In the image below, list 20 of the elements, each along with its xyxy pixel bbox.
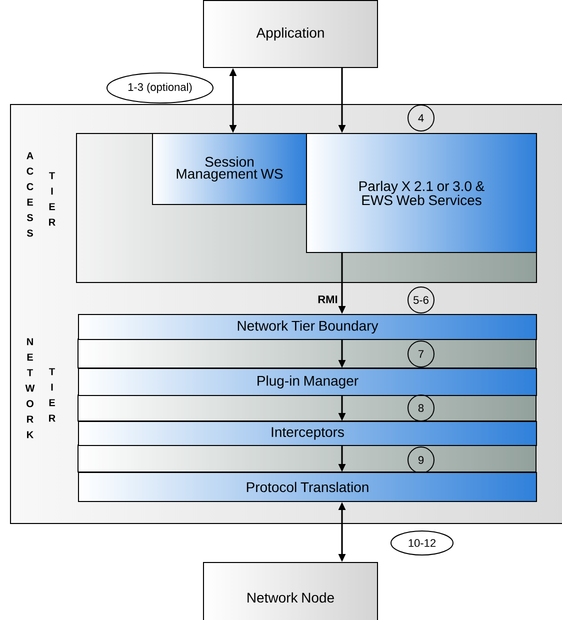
layer-band: Network Tier Boundary xyxy=(78,314,537,340)
callout-number: 7 xyxy=(408,340,434,368)
callout-number: 5-6 xyxy=(408,286,434,314)
service-box: Session Management WS xyxy=(152,133,307,205)
tier-label: NETWORK xyxy=(25,338,35,438)
gateway-frame xyxy=(10,104,562,524)
callout-number: 8 xyxy=(408,394,434,422)
layer-band: Plug-in Manager xyxy=(78,368,537,396)
tier-label: ACCESS xyxy=(26,152,34,237)
tier-label: TIER xyxy=(49,368,56,422)
component-box: Network Node xyxy=(203,562,378,620)
callout-number: 1-3 (optional) xyxy=(106,72,214,104)
callout-number: 9 xyxy=(408,446,434,474)
tier-label: TIER xyxy=(49,172,56,226)
edge-label: RMI xyxy=(316,294,339,304)
component-box: Application xyxy=(203,0,378,68)
layer-band: Protocol Translation xyxy=(78,472,537,502)
callout-number: 10-12 xyxy=(390,530,454,556)
callout-number: 4 xyxy=(408,104,434,132)
layer-band: Interceptors xyxy=(78,421,537,446)
